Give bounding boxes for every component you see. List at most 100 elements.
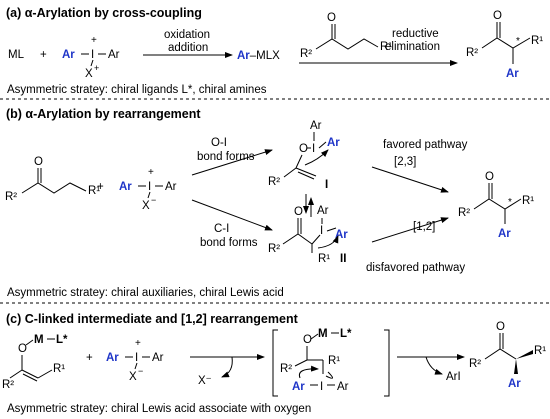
arrow-disfavored [371,217,449,243]
metal-complex-ml: ML [8,49,25,61]
bond-upper-line1: O-I [211,137,227,149]
svg-text:I: I [320,381,323,393]
diaryliodonium-salt-b: Ar I + Ar X − [119,167,177,212]
section-c-heading: (c) C-linked intermediate and [1,2] rear… [6,312,299,326]
svg-text:O: O [493,10,502,22]
ketone-substrate-a: O R² R¹ [300,12,392,60]
svg-text:Ar: Ar [337,381,349,393]
bond-upper-line2: bond forms [197,151,255,163]
disfavored-label: disfavored pathway [366,262,465,274]
svg-text:Ar: Ar [165,181,177,193]
svg-text:R²: R² [268,243,280,255]
svg-text:L*: L* [56,334,68,346]
disfavored-shift: [1,2] [413,221,435,233]
svg-text:X: X [129,371,137,383]
section-a-strategy: Asymmetric stratey: chiral ligands L*, c… [7,84,267,96]
svg-text:Ar: Ar [317,205,329,217]
plus-sign: + [40,49,47,61]
svg-text:X: X [142,200,150,212]
svg-text:O: O [485,171,494,183]
plus-sign-b: + [97,181,104,193]
svg-text:I: I [325,179,328,191]
svg-text:R¹: R¹ [88,185,100,197]
svg-text:R²: R² [5,191,17,203]
svg-text:R¹: R¹ [522,195,534,207]
svg-text:*: * [508,197,512,208]
svg-text:R¹: R¹ [531,35,543,47]
alpha-aryl-ketone-product-c: O R² R¹ Ar [469,321,546,390]
svg-text:Ar: Ar [152,352,164,364]
intermediate-II-c-bound: O R² I Ar Ar R¹ II [268,205,348,265]
svg-text:Ar: Ar [106,352,119,364]
svg-text:O: O [303,334,312,346]
svg-text:+: + [135,338,141,349]
ketone-substrate-b: O R² R¹ [5,156,100,203]
alpha-aryl-ketone-product-a: O R² R¹ Ar * [466,10,543,80]
svg-text:R²: R² [466,47,478,59]
svg-text:Ar: Ar [508,378,521,390]
c-linked-intermediate: O M L* R² R¹ Ar I Ar [272,328,390,397]
section-c-strategy: Asymmetric stratey: chiral Lewis acid as… [7,403,311,415]
svg-text:+: + [148,167,154,178]
bond-lower-line1: C-I [214,223,229,235]
svg-text:−: − [138,366,143,376]
svg-text:X: X [85,68,93,80]
svg-text:+: + [94,63,99,73]
intermediate-I-o-bound: Ar O I Ar R² I [268,120,340,191]
svg-text:M: M [34,334,44,346]
byproduct-ari: ArI [446,371,461,383]
svg-text:R¹: R¹ [53,363,65,375]
svg-text:R¹: R¹ [328,355,340,367]
svg-text:R²: R² [2,379,14,391]
svg-text:Ar: Ar [62,49,75,61]
section-b-heading: (b) α-Arylation by rearrangement [6,107,201,121]
svg-text:I: I [312,143,315,155]
section-b-strategy: Asymmetric stratey: chiral auxiliaries, … [7,287,284,299]
diaryliodonium-salt-a: Ar I + Ar X + [62,35,120,80]
arrow-o-i-path [191,149,273,176]
favored-shift: [2,3] [394,156,416,168]
svg-text:R²: R² [268,176,280,188]
svg-text:Ar: Ar [327,137,340,149]
svg-text:O: O [34,156,43,168]
svg-text:Ar: Ar [108,49,120,61]
svg-text:Ar: Ar [292,381,305,393]
svg-text:Ar: Ar [335,229,348,241]
svg-text:R²: R² [469,358,481,370]
leaving-anion: X⁻ [198,375,212,387]
svg-text:Ar: Ar [310,120,322,132]
byproduct-curve [425,356,443,375]
svg-text:R²: R² [300,48,312,60]
alpha-aryl-ketone-product-b: O R² R¹ Ar * [458,171,534,240]
svg-text:L*: L* [340,328,352,340]
svg-text:O: O [294,206,303,218]
svg-text:Ar: Ar [119,181,132,193]
svg-text:+: + [91,35,97,46]
step-addition: addition [168,42,208,54]
aryl-metal-complex: Ar–MLX [237,50,280,62]
favored-label: favored pathway [383,139,468,151]
svg-text:R¹: R¹ [534,345,546,357]
arrow-c-i-path [191,199,273,231]
svg-text:M: M [318,328,328,340]
metal-enolate: O M L* R² R¹ [2,334,68,391]
svg-text:R²: R² [280,363,292,375]
svg-text:R¹: R¹ [318,253,330,265]
step-reductive: reductive [392,28,439,40]
diaryliodonium-salt-c: Ar I + Ar X − [106,338,164,383]
section-a-heading: (a) α-Arylation by cross-coupling [6,6,202,20]
svg-text:O: O [18,343,27,355]
svg-text:Ar: Ar [498,228,511,240]
plus-sign-c: + [86,352,93,364]
svg-text:O: O [496,321,505,333]
svg-text:O: O [327,12,336,24]
svg-text:I: I [320,225,323,237]
step-oxidation: oxidation [164,29,210,41]
svg-text:R¹: R¹ [380,41,392,53]
svg-text:Ar: Ar [506,68,519,80]
bond-lower-line2: bond forms [200,237,258,249]
svg-text:−: − [151,195,156,205]
svg-text:R²: R² [458,207,470,219]
arrow-favored [371,166,449,193]
